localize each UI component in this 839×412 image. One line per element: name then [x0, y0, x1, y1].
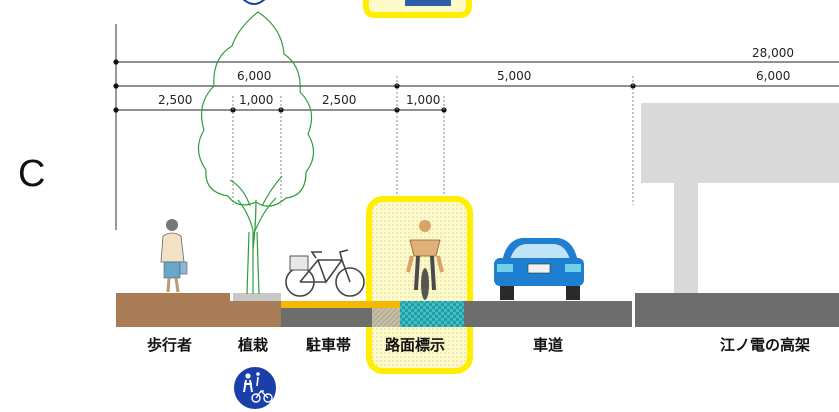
sidewalk-ground	[116, 293, 230, 327]
ground	[116, 293, 839, 327]
highlight-road-marking	[366, 196, 473, 374]
dim-row2-1: 6,000	[237, 69, 271, 83]
zone-label-railway: 江ノ電の高架	[720, 336, 810, 354]
road-marking-hatch	[372, 308, 400, 327]
dim-row3-1: 2,500	[158, 93, 192, 107]
dim-row2-2: 5,000	[497, 69, 531, 83]
tree-outline	[197, 11, 315, 295]
railway-ground	[635, 293, 839, 327]
pedestrian-bicycle-sign	[232, 365, 278, 411]
pedestrian-figure	[160, 219, 188, 293]
zone-label-roadway: 車道	[533, 336, 563, 354]
elevated-railway	[641, 103, 839, 294]
road-marking-pattern	[400, 301, 464, 327]
dim-row3-4: 1,000	[406, 93, 440, 107]
marking-stripe	[379, 301, 400, 308]
top-highlight-fragment	[363, 0, 472, 18]
blue-car	[494, 238, 584, 300]
dim-row2-3: 6,000	[756, 69, 790, 83]
dim-total: 28,000	[752, 46, 794, 60]
zone-label-parking: 駐車帯	[306, 336, 351, 354]
planting-ground	[230, 301, 281, 327]
zone-label-road-marking: 路面標示	[385, 336, 445, 354]
dim-row3-2: 1,000	[239, 93, 273, 107]
dimension-guides	[232, 76, 634, 205]
dim-row3-3: 2,500	[322, 93, 356, 107]
section-letter: C	[18, 153, 45, 195]
parking-stripe	[281, 301, 397, 308]
roadway-ground	[464, 301, 632, 327]
planting-curb	[233, 293, 281, 301]
parking-ground	[281, 308, 397, 327]
top-sign-fragment	[242, 0, 266, 5]
zone-label-pedestrian: 歩行者	[147, 336, 192, 354]
bicycle	[285, 249, 365, 297]
cyclist-figure	[406, 220, 444, 300]
zone-label-planting: 植栽	[238, 336, 268, 354]
